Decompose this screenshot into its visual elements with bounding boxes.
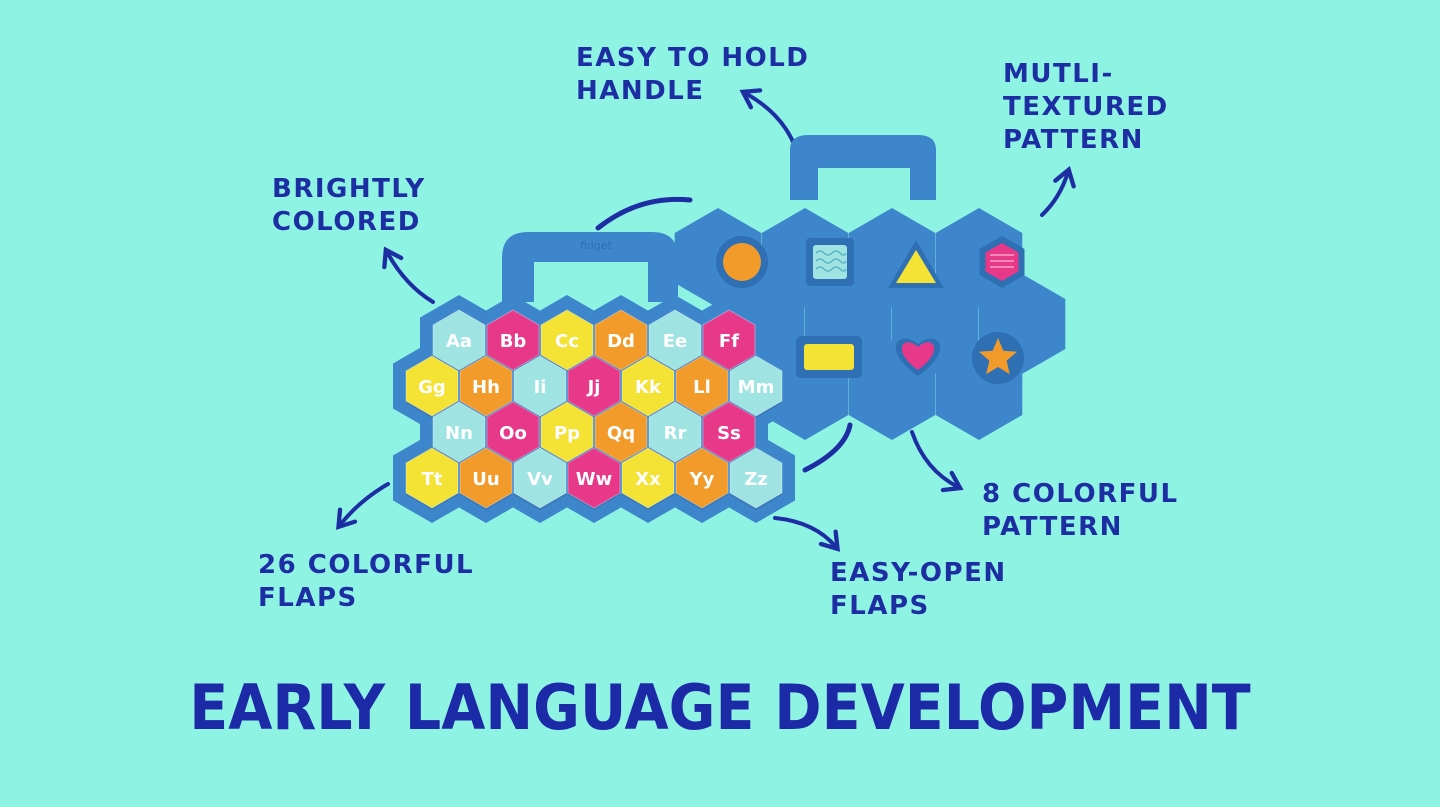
letter-tile[interactable] [621, 447, 675, 509]
letter-tile[interactable] [486, 401, 540, 463]
letter-tile[interactable] [675, 447, 729, 509]
tile-letter: Rr [664, 423, 687, 444]
swoop-line [802, 422, 853, 473]
callout-bright: BRIGHTLY COLORED [272, 173, 426, 239]
tile-letter: Hh [472, 377, 500, 398]
triangle-icon [896, 250, 936, 283]
letter-tile[interactable] [729, 447, 783, 509]
back-board-handle [790, 135, 936, 200]
callout-easy-open-line: FLAPS [830, 591, 930, 621]
letter-tile[interactable] [594, 309, 648, 371]
callout-bright-line: BRIGHTLY [272, 174, 426, 204]
callout-flaps-line: 26 COLORFUL [258, 550, 475, 580]
tile-letter: Oo [499, 423, 527, 444]
callout-textured: MUTLI- TEXTURED PATTERN [1003, 58, 1169, 157]
tile-letter: Gg [418, 377, 446, 398]
letter-tile[interactable] [513, 355, 567, 417]
tile-letter: Tt [422, 469, 443, 490]
letter-tile[interactable] [405, 447, 459, 509]
callout-patterns: 8 COLORFUL PATTERN [982, 478, 1179, 544]
letter-tile[interactable] [513, 447, 567, 509]
callout-bright-line: COLORED [272, 207, 421, 237]
letter-tile[interactable] [486, 309, 540, 371]
letter-tile[interactable] [567, 447, 621, 509]
letter-tile[interactable] [540, 309, 594, 371]
tile-letter: Aa [446, 331, 472, 352]
tile-letter: Xx [635, 469, 661, 490]
letter-tile[interactable] [594, 401, 648, 463]
callout-flaps-line: FLAPS [258, 583, 358, 613]
tile-letter: Yy [689, 469, 715, 490]
tile-letter: Mm [738, 377, 775, 398]
letter-tile[interactable] [459, 355, 513, 417]
tile-letter: Zz [744, 469, 768, 490]
letter-tile[interactable] [702, 309, 756, 371]
tile-letter: Nn [445, 423, 473, 444]
wave-line [815, 266, 847, 272]
letter-tile[interactable] [567, 355, 621, 417]
tile-letter: Bb [500, 331, 527, 352]
tile-letter: Dd [607, 331, 635, 352]
pattern-panel [716, 236, 1025, 384]
callout-patterns-line: PATTERN [982, 512, 1123, 542]
callout-handle: EASY TO HOLD HANDLE [576, 42, 809, 108]
callout-textured-line: PATTERN [1003, 125, 1144, 155]
wave-line [815, 258, 847, 264]
rectangle-icon [804, 344, 854, 370]
front-board-handle [502, 232, 678, 302]
callout-easy-open-line: EASY-OPEN [830, 558, 1007, 588]
letter-tile[interactable] [405, 355, 459, 417]
callout-patterns-line: 8 COLORFUL [982, 479, 1179, 509]
arrow-textured [1040, 165, 1076, 217]
tile-letter: Vv [527, 469, 553, 490]
letter-tile[interactable] [621, 355, 675, 417]
letter-tile[interactable] [432, 309, 486, 371]
swoop-line [595, 196, 693, 231]
letter-tile[interactable] [675, 355, 729, 417]
callout-flaps: 26 COLORFUL FLAPS [258, 549, 474, 615]
letter-tile[interactable] [648, 401, 702, 463]
arrow-patterns [910, 430, 964, 493]
letter-tile[interactable] [702, 401, 756, 463]
letter-tile[interactable] [729, 355, 783, 417]
tile-letter: Ll [693, 377, 711, 398]
tile-letter: Jj [586, 377, 601, 398]
arrow-bright [382, 246, 435, 304]
heart-icon [901, 342, 935, 370]
hexagon-icon [985, 243, 1019, 281]
tile-letter: Uu [472, 469, 499, 490]
tile-letter: Pp [554, 423, 580, 444]
tile-letter: Cc [555, 331, 579, 352]
callout-handle-line: HANDLE [576, 76, 705, 106]
brand-mark: fidget [580, 239, 613, 252]
tile-letter: Ss [717, 423, 741, 444]
tile-letter: Ii [534, 377, 547, 398]
callout-handle-line: EASY TO HOLD [576, 43, 810, 73]
callout-textured-line: MUTLI- [1003, 59, 1114, 89]
star-icon [979, 338, 1017, 375]
letter-tile[interactable] [648, 309, 702, 371]
arrow-flaps [336, 482, 390, 530]
letter-tile[interactable] [432, 401, 486, 463]
tile-letter: Qq [607, 423, 635, 444]
callout-textured-line: TEXTURED [1003, 92, 1169, 122]
tile-letter: Ww [576, 469, 612, 490]
callout-easy-open: EASY-OPEN FLAPS [830, 557, 1007, 623]
tile-letter: Kk [635, 377, 662, 398]
page-title: EARLY LANGUAGE DEVELOPMENT [189, 671, 1251, 744]
tile-letter: Ff [719, 331, 739, 352]
sun-icon [723, 243, 761, 281]
arrow-easy-open [773, 516, 841, 552]
letter-tile[interactable] [459, 447, 513, 509]
letter-tile[interactable] [540, 401, 594, 463]
tile-letter: Ee [663, 331, 688, 352]
wave-line [815, 250, 847, 256]
